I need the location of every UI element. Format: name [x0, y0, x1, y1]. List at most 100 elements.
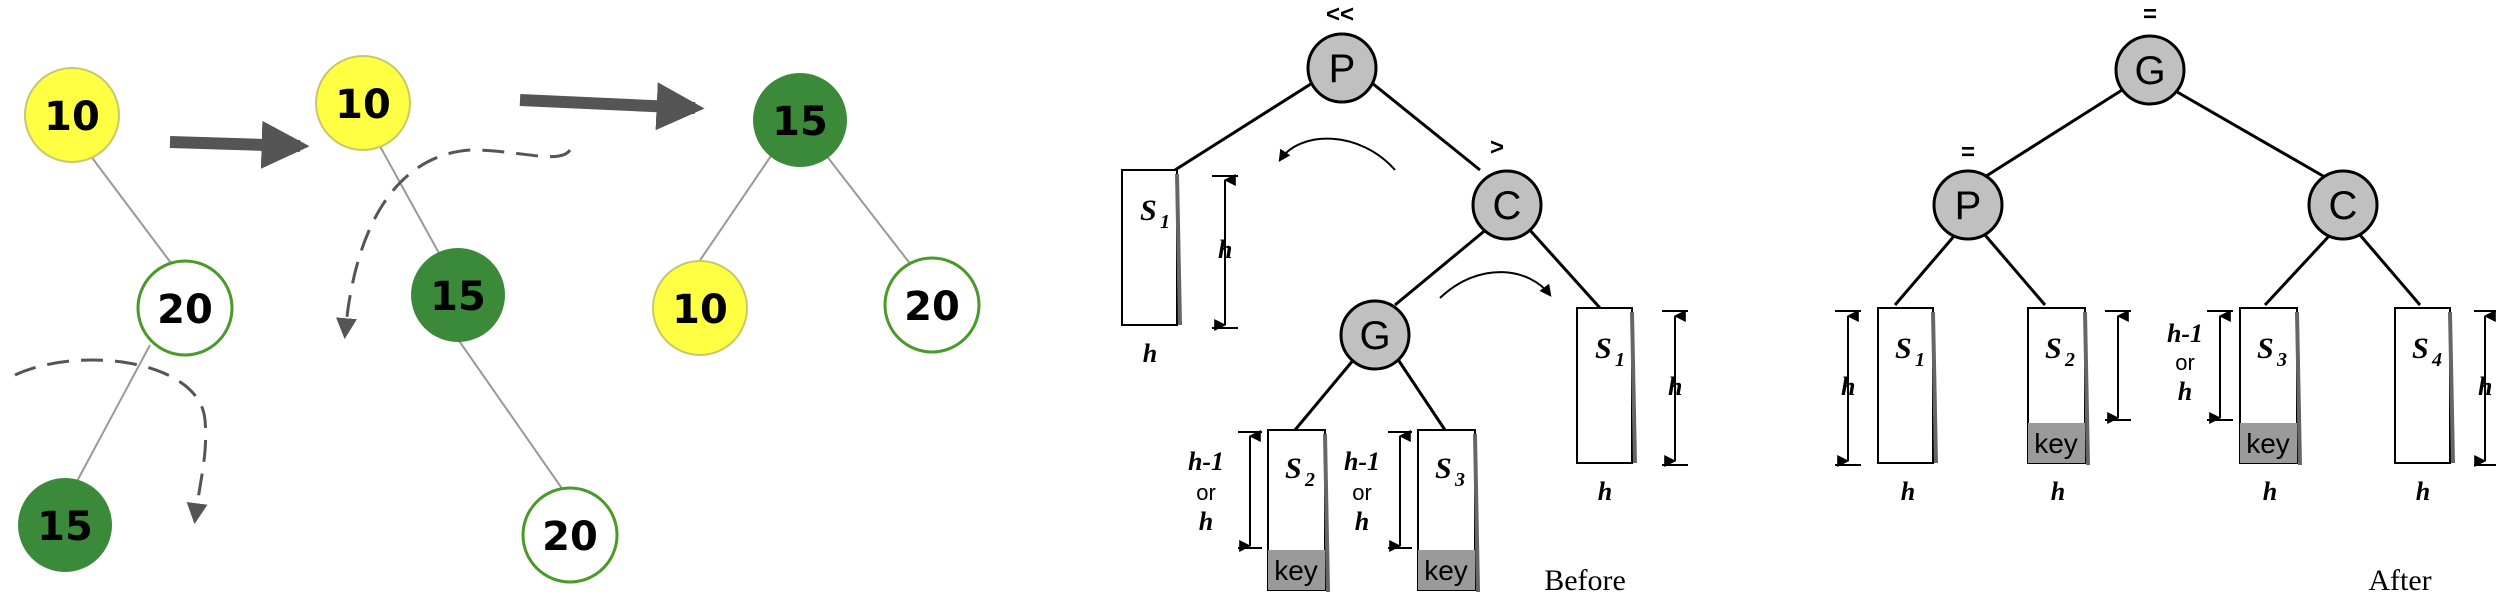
- key-area: [2028, 423, 2085, 463]
- subtree-index: 3: [2276, 349, 2287, 371]
- step1-child-node: 20: [136, 259, 234, 357]
- node-label: 10: [672, 287, 728, 333]
- node-label: 20: [157, 287, 213, 333]
- transition-arrow: [169, 120, 310, 169]
- before-diagram: << > P C G S 1 h h: [1121, 1, 1688, 597]
- subtree-label: S: [2412, 332, 2429, 365]
- height-label: h: [2178, 377, 2192, 406]
- subtree-s2: S 2 key h: [2027, 307, 2131, 506]
- balance-mark-p: <<: [1326, 1, 1354, 28]
- subtree-label: S: [1285, 452, 1302, 485]
- height-label: h: [2051, 477, 2065, 506]
- step2-root-node: 10: [315, 55, 411, 151]
- subtree-index: 1: [1915, 349, 1925, 371]
- height-label: h-1: [1344, 447, 1380, 476]
- key-label: key: [1274, 555, 1318, 586]
- balance-mark-c: >: [1490, 134, 1504, 161]
- edge: [2358, 234, 2422, 306]
- subtree-s1-right: S 1 h h: [1576, 307, 1688, 506]
- edge: [74, 344, 151, 486]
- rotation-arrow: [14, 358, 208, 525]
- key-area: [1268, 550, 1325, 590]
- node-label: P: [1955, 184, 1982, 228]
- subtree-label: S: [2257, 332, 2274, 365]
- height-label: h: [2478, 372, 2492, 401]
- subtree-index: 1: [1160, 211, 1170, 233]
- height-label: h: [1355, 507, 1369, 536]
- node-label: P: [1329, 47, 1356, 91]
- node-label: G: [1359, 314, 1390, 358]
- subtree-s1-left: S 1 h h: [1121, 169, 1238, 368]
- height-label: h: [2416, 477, 2430, 506]
- subtree-label: S: [1895, 332, 1912, 365]
- step3-left-node: 10: [652, 260, 748, 356]
- height-label: h: [1143, 339, 1157, 368]
- edge: [454, 334, 571, 501]
- node-label: 20: [904, 284, 960, 330]
- balance-mark-p: =: [1961, 139, 1975, 166]
- step1-grandchild-node: 15: [18, 478, 112, 572]
- height-label: h: [1218, 235, 1232, 264]
- height-label: h: [2263, 477, 2277, 506]
- node-label: 15: [772, 99, 828, 145]
- rotation-arrow: [1439, 271, 1552, 299]
- or-label: or: [1196, 480, 1216, 505]
- left-rotation-diagram: 10 20 15 10 15 20: [14, 55, 981, 584]
- height-label: h-1: [2167, 319, 2203, 348]
- subtree-label: S: [2045, 332, 2062, 365]
- node-p: P: [1932, 169, 2004, 241]
- or-label: or: [2175, 350, 2195, 375]
- key-label: key: [1424, 555, 1468, 586]
- edge: [1893, 234, 1957, 306]
- node-label: C: [1493, 184, 1522, 228]
- height-label: h: [1668, 372, 1682, 401]
- node-label: C: [2329, 184, 2358, 228]
- subtree-index: 3: [1454, 469, 1465, 491]
- edge: [1979, 83, 2131, 182]
- step1-root-node: 10: [24, 67, 120, 163]
- node-label: G: [2134, 49, 2165, 93]
- subtree-s3: S 3 key h-1 or h h: [2167, 307, 2302, 506]
- balance-mark-g: =: [2143, 1, 2157, 28]
- step3-root-node: 15: [753, 73, 847, 167]
- edge: [2263, 233, 2332, 307]
- node-c: C: [1471, 169, 1543, 241]
- after-diagram: = = G P C S 1 h h: [1835, 1, 2496, 597]
- key-area: [1418, 550, 1475, 590]
- step2-grandchild-node: 20: [521, 486, 619, 584]
- edge: [1395, 357, 1447, 431]
- height-label: h-1: [1188, 447, 1224, 476]
- subtree-s3: S 3 key h-1 or h: [1344, 429, 1480, 593]
- node-label: 15: [430, 274, 486, 320]
- node-g: G: [1339, 299, 1411, 371]
- height-label: h: [1199, 507, 1213, 536]
- height-label: h: [1901, 477, 1915, 506]
- transition-arrow: [519, 82, 705, 131]
- subtree-index: 4: [2431, 349, 2442, 371]
- node-label: 20: [542, 514, 598, 560]
- edge: [1526, 226, 1602, 310]
- key-label: key: [2034, 428, 2078, 459]
- subtree-index: 1: [1615, 349, 1625, 371]
- caption-after: After: [2368, 564, 2431, 597]
- rotation-arrow: [1278, 137, 1396, 171]
- height-label: h: [1841, 372, 1855, 401]
- or-label: or: [1352, 480, 1372, 505]
- subtree-s4: S 4 h h: [2394, 307, 2496, 506]
- edge: [1983, 234, 2047, 306]
- subtree-index: 2: [1304, 469, 1315, 491]
- subtree-s2: S 2 key h-1 or h: [1188, 429, 1330, 593]
- edge: [1394, 226, 1489, 307]
- key-label: key: [2246, 428, 2290, 459]
- step3-right-node: 20: [883, 256, 981, 354]
- height-label: h: [1598, 477, 1612, 506]
- node-p: P: [1306, 32, 1378, 104]
- subtree-label: S: [1140, 194, 1157, 227]
- node-g: G: [2114, 34, 2186, 106]
- node-label: 15: [37, 504, 93, 550]
- subtree-index: 2: [2064, 349, 2075, 371]
- subtree-s1: S 1 h h: [1835, 307, 1938, 506]
- edge: [2164, 83, 2331, 182]
- node-label: 10: [44, 94, 100, 140]
